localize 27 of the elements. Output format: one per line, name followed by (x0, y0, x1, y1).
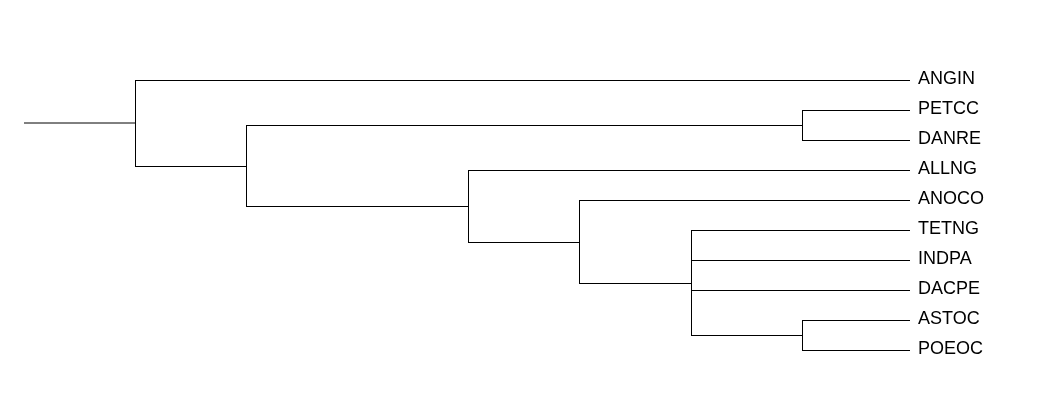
tree-branch (690, 335, 803, 336)
taxon-label: POEOC (910, 338, 983, 362)
tree-branch (134, 166, 247, 167)
tree-branch (467, 170, 911, 171)
tree-branch (801, 350, 911, 351)
taxon-label: ANOCO (910, 188, 984, 212)
tree-branch (23, 122, 136, 124)
tree-branch (245, 125, 803, 126)
tree-branch (690, 230, 911, 231)
tree-branch (467, 242, 580, 243)
taxon-label: ALLNG (910, 158, 978, 182)
tree-branch (801, 140, 911, 141)
tree-branch (134, 80, 911, 81)
tree-branch (578, 283, 692, 284)
tree-branch (245, 206, 469, 207)
taxon-label: ASTOC (910, 308, 980, 332)
taxon-label: TETNG (910, 218, 979, 242)
tree-branch (801, 320, 911, 321)
taxon-label: DACPE (910, 278, 980, 302)
taxon-label: ANGIN (910, 68, 975, 92)
tree-branch (690, 290, 911, 291)
tree-branch (690, 260, 911, 261)
tree-branch (801, 110, 911, 111)
taxon-label: INDPA (910, 248, 972, 272)
taxon-label: DANRE (910, 128, 981, 152)
tree-branch (578, 200, 911, 201)
taxon-label: PETCC (910, 98, 979, 122)
